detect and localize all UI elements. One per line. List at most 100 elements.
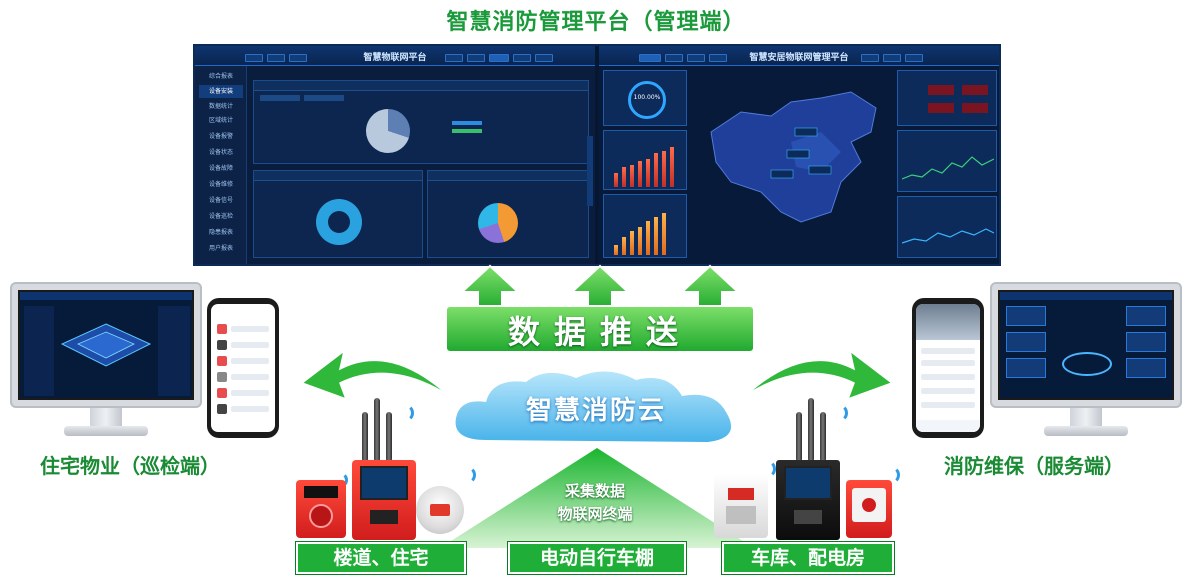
menu-chip <box>665 54 683 62</box>
gateway-controller-device <box>776 460 840 540</box>
bar <box>638 227 642 255</box>
list-row <box>231 406 269 412</box>
sidebar-item: 设备故障 <box>209 165 234 172</box>
legend-swatch <box>452 129 482 133</box>
bar <box>654 153 658 187</box>
bar <box>670 147 674 187</box>
device-speaker <box>370 510 398 524</box>
bar-chart <box>612 143 682 187</box>
bar <box>646 221 650 255</box>
cloud-label: 智慧消防云 <box>525 396 666 426</box>
app-icon <box>217 372 227 382</box>
menu-chip <box>861 54 879 62</box>
device-button <box>862 498 876 512</box>
menu-chip <box>245 54 263 62</box>
gateway-controller-device <box>352 460 416 540</box>
antenna <box>820 412 826 462</box>
antenna <box>362 412 368 462</box>
app-icon <box>217 388 227 398</box>
scrollbar <box>587 136 593 206</box>
filter-chip <box>260 95 300 101</box>
menu-chip <box>513 54 531 62</box>
bar-chart <box>612 209 682 255</box>
pie-chart <box>478 203 518 243</box>
sidebar-item: 设备报警 <box>209 133 234 140</box>
left-dashboard-panel: 智慧物联网平台 综合报表 设备安装 数据统计 区域统计 设备报警 设备状态 设备… <box>195 46 595 264</box>
sidebar-item: 区域统计 <box>209 117 234 124</box>
pie-chart-card-top <box>253 80 589 164</box>
data-push-arrow-group <box>445 264 755 353</box>
screen-card <box>1006 306 1046 326</box>
alarm-badge <box>928 103 954 113</box>
menu-chip-active <box>489 54 509 62</box>
device-label <box>728 488 754 500</box>
device-button <box>309 504 333 528</box>
sidebar-item: 设备信号 <box>209 197 234 204</box>
wifi-signal-icon <box>882 466 900 484</box>
bar <box>622 237 626 255</box>
device-screen <box>784 466 832 500</box>
pie-chart-card-bottom <box>427 170 589 258</box>
donut-chart-card <box>253 170 423 258</box>
device-screen <box>360 466 408 500</box>
list-row <box>921 388 975 394</box>
wifi-signal-icon <box>396 404 414 422</box>
sidebar-item: 设备巡检 <box>209 213 234 220</box>
left-phone-screen <box>211 304 275 432</box>
left-curved-arrow <box>300 349 449 401</box>
bottom-box-bike-shed: 电动自行车棚 <box>508 542 686 574</box>
phone-tabbar <box>916 420 980 432</box>
bar <box>654 217 658 255</box>
list-row <box>231 326 269 332</box>
screen-card <box>1006 332 1046 352</box>
bar-chart-card <box>603 194 687 258</box>
wifi-signal-icon <box>332 472 348 488</box>
sidebar-item: 设备维修 <box>209 181 234 188</box>
bar <box>630 231 634 255</box>
screen-topbar <box>20 292 192 300</box>
china-map <box>710 91 877 223</box>
menu-chip <box>883 54 901 62</box>
bar <box>662 151 666 187</box>
data-push-label: 数据推送 <box>507 313 692 351</box>
menu-chip <box>535 54 553 62</box>
app-icon <box>217 324 227 334</box>
bar <box>614 173 618 187</box>
screen-card <box>1126 306 1166 326</box>
sidebar-item-active: 设备安装 <box>199 85 243 98</box>
monitor-stand <box>1070 408 1102 428</box>
gas-detector-device <box>714 474 768 538</box>
line-chart <box>902 228 994 244</box>
screen-card <box>1126 332 1166 352</box>
monitor-base <box>64 426 148 436</box>
right-monitor-screen <box>998 290 1174 400</box>
left-phone <box>207 298 279 438</box>
app-icon <box>217 404 227 414</box>
left-dashboard-title: 智慧物联网平台 <box>363 53 427 63</box>
wifi-signal-icon <box>458 466 476 484</box>
list-row <box>921 360 975 366</box>
screen-card <box>1006 358 1046 378</box>
antenna <box>808 398 814 462</box>
collect-label-line2: 物联网终端 <box>557 505 633 523</box>
menu-chip <box>267 54 285 62</box>
left-dashboard-sidebar: 综合报表 设备安装 数据统计 区域统计 设备报警 设备状态 设备故障 设备维修 … <box>195 66 247 264</box>
screen-side-panel <box>158 306 190 396</box>
menu-chip <box>467 54 485 62</box>
list-row <box>231 342 269 348</box>
screen-center-ring <box>1062 352 1112 376</box>
bar <box>662 213 666 255</box>
alarm-button-device <box>296 480 346 538</box>
monitor-base <box>1044 426 1128 436</box>
sidebar-item: 数据统计 <box>209 103 234 110</box>
bar <box>638 161 642 187</box>
donut-hole <box>328 211 350 233</box>
list-row <box>231 390 269 396</box>
device-display <box>304 486 338 498</box>
list-row <box>921 348 975 354</box>
monitor-stand <box>90 408 122 428</box>
sidebar-item: 隐患报表 <box>209 229 234 236</box>
bar <box>646 159 650 187</box>
floor-plan-graphic <box>60 323 152 367</box>
alarm-badge <box>962 85 988 95</box>
